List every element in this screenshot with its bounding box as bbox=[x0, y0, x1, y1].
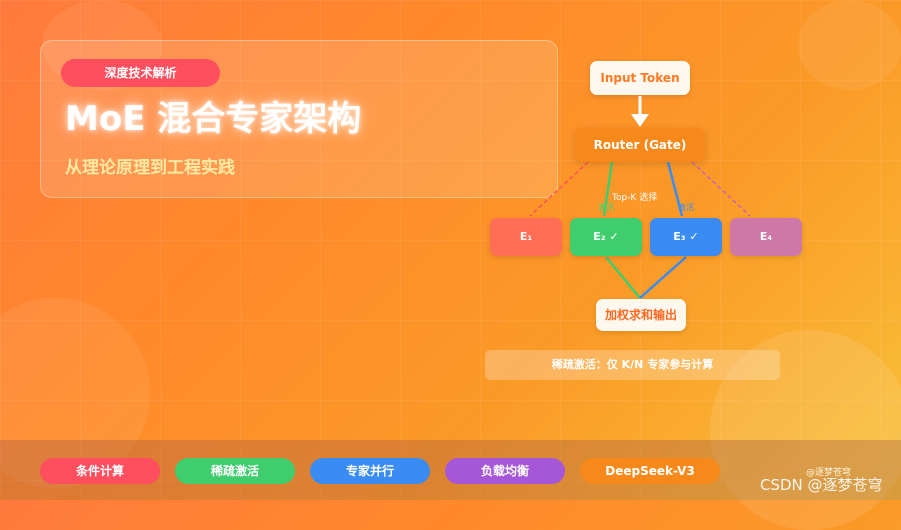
page-subtitle: 从理论原理到工程实践 bbox=[65, 158, 235, 178]
decor-circle bbox=[0, 298, 150, 488]
csdn-watermark: CSDN @逐梦苍穹 bbox=[760, 476, 883, 494]
author-label: @逐梦苍穹 bbox=[806, 468, 852, 478]
expert-node-1: E₁ bbox=[490, 218, 562, 256]
tag-sparse-activation: 稀疏激活 bbox=[175, 458, 295, 484]
expert-node-3: E₃ ✓ bbox=[650, 218, 722, 256]
page-title: MoE 混合专家架构 bbox=[65, 99, 362, 139]
activated-label: 激活 bbox=[678, 203, 694, 212]
topk-label: Top-K 选择 bbox=[612, 193, 658, 203]
tag-expert-parallel: 专家并行 bbox=[310, 458, 430, 484]
output-node: 加权求和输出 bbox=[596, 299, 686, 331]
input-token-node: Input Token bbox=[590, 61, 690, 95]
hero-card: 深度技术解析 MoE 混合专家架构 从理论原理到工程实践 bbox=[40, 40, 558, 198]
sparse-activation-note: 稀疏激活：仅 K/N 专家参与计算 bbox=[485, 350, 780, 380]
tag-load-balance: 负载均衡 bbox=[445, 458, 565, 484]
expert-node-4: E₄ bbox=[730, 218, 802, 256]
expert-node-2: E₂ ✓ bbox=[570, 218, 642, 256]
decor-circle bbox=[798, 0, 901, 90]
activated-label: 激活 bbox=[598, 203, 614, 212]
tag-deepseek-v3: DeepSeek-V3 bbox=[580, 458, 720, 484]
router-node: Router (Gate) bbox=[575, 128, 705, 162]
tag-conditional-compute: 条件计算 bbox=[40, 458, 160, 484]
decor-circle bbox=[710, 330, 901, 530]
hero-tag: 深度技术解析 bbox=[61, 59, 220, 87]
